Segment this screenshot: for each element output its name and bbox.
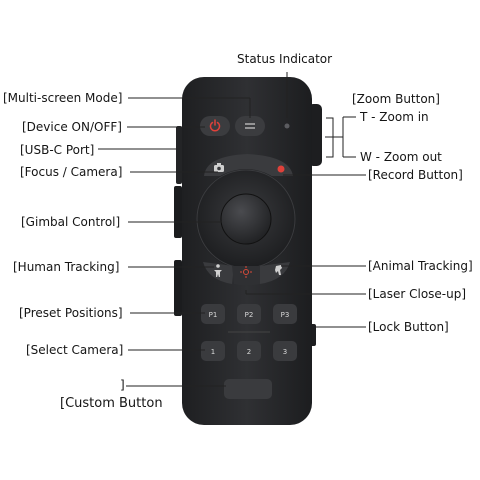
label-custom-button: [Custom Button [60,396,163,411]
camera-button-2[interactable] [237,341,261,361]
power-button[interactable] [200,116,230,136]
label-record-button: [Record Button] [368,168,463,182]
label-animal-tracking: [Animal Tracking] [368,259,473,273]
camera-button-1[interactable] [201,341,225,361]
preset-1-label: P1 [209,311,218,319]
label-focus-camera: [Focus / Camera] [20,165,123,179]
camera-1-label: 1 [211,348,215,356]
camera-icon [214,163,224,172]
preset-button-1[interactable] [201,304,225,324]
label-gimbal-control: [Gimbal Control] [21,215,121,229]
laser-close-up-button[interactable] [232,266,260,286]
label-multi-screen-mode: [Multi-screen Mode] [3,91,123,105]
camera-3-label: 3 [283,348,287,356]
preset-button-3[interactable] [273,304,297,324]
label-lock-button: [Lock Button] [368,320,449,334]
usb-c-port [176,126,182,184]
label-select-camera: [Select Camera] [26,343,124,357]
camera-button-3[interactable] [273,341,297,361]
label-custom-button-bracket: ] [120,378,125,392]
label-device-on-off: [Device ON/OFF] [22,120,122,134]
laser-icon [240,266,252,278]
status-indicator-light [284,123,290,129]
gimbal-joystick[interactable] [221,194,271,244]
multi-screen-button[interactable] [235,116,265,136]
preset-button-2[interactable] [237,304,261,324]
custom-button[interactable] [224,379,272,399]
animal-tracking-button[interactable] [260,262,290,284]
label-status-indicator: Status Indicator [237,52,333,66]
label-preset-positions: [Preset Positions] [19,306,123,320]
record-dot [277,165,285,173]
label-zoom-out: W - Zoom out [360,150,442,164]
label-laser-close-up: [Laser Close-up] [368,287,467,301]
preset-2-label: P2 [245,311,254,319]
label-zoom-in: T - Zoom in [360,110,429,124]
label-usb-c-port: [USB-C Port] [20,143,95,157]
human-tracking-icon [214,264,222,277]
preset-3-label: P3 [281,311,290,319]
label-human-tracking: [Human Tracking] [13,260,120,274]
power-icon [209,119,221,132]
label-zoom-button: [Zoom Button] [352,92,440,106]
camera-2-label: 2 [247,348,251,356]
multi-screen-icon [245,123,255,129]
animal-tracking-icon [275,265,282,275]
